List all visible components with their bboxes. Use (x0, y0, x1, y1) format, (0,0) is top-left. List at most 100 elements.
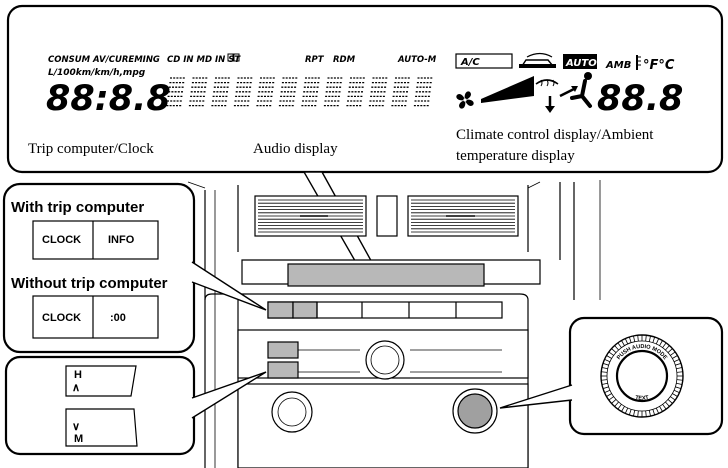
auto-label: AUTO (565, 58, 597, 69)
fan-speed-bar (481, 76, 534, 103)
dot-matrix-cell (166, 77, 186, 107)
trip-clock-button-highlight (267, 301, 294, 319)
knob-ridge (675, 362, 682, 366)
knob-ridge (614, 345, 619, 351)
temp-digits: 88.8 (597, 79, 683, 119)
display-callout: CONSUM AV/CUREMING L/100km/km/h,mpg 88:8… (6, 4, 724, 174)
minute-label: M (74, 433, 83, 445)
knob-ridge (670, 351, 676, 356)
knob-ridge (667, 348, 673, 353)
temp-units: °F°C (643, 58, 675, 73)
knob-ridge (621, 340, 625, 346)
minute-down-icon: ∨ (72, 421, 80, 433)
dot-matrix-cell (323, 77, 344, 107)
knob-ridge (662, 404, 667, 410)
knob-ridge (602, 362, 609, 366)
minute-button[interactable] (65, 408, 138, 447)
trip-digits: 88:8.8 (46, 79, 171, 119)
with-trip-heading: With trip computer (11, 199, 144, 216)
dot-matrix-cell (256, 77, 276, 107)
knob-ridge (672, 393, 678, 397)
knob-ridge (659, 340, 663, 346)
air-vent-left (254, 195, 367, 237)
knob-ridge (672, 355, 678, 359)
amb-label: AMB (605, 60, 631, 71)
knob-ridge (617, 404, 622, 410)
knob-ridge (676, 382, 683, 385)
dot-matrix-cell (413, 77, 434, 107)
clock-button-no-trip[interactable]: CLOCK (42, 312, 81, 324)
thermometer-icon (636, 55, 641, 70)
air-vent-right (407, 195, 519, 237)
knob-ridge (601, 379, 608, 381)
minute-button-highlight (267, 361, 299, 379)
knob-ridge (617, 342, 622, 348)
knob-ridge (676, 367, 683, 370)
knob-ridge (604, 358, 611, 363)
ac-label: A/C (460, 57, 480, 68)
audio-flags: CD IN MD IN ST (167, 55, 241, 65)
rpt-label: RPT (305, 55, 325, 65)
knob-ridge (601, 382, 608, 385)
without-trip-buttons: CLOCK :00 (32, 295, 159, 339)
arrow-down-icon (545, 106, 555, 113)
hour-minute-callout: H ∧ ∨ M (4, 355, 267, 456)
knob-ridge (628, 336, 632, 343)
knob-ridge (601, 367, 608, 370)
auto-indicator-frame (563, 54, 597, 69)
audio-display-screen (287, 263, 485, 287)
knob-ridge (645, 410, 647, 417)
knob-ridge (606, 393, 612, 397)
knob-ridge (655, 407, 660, 414)
tape-indicator-icon (233, 53, 240, 62)
dashboard-illustration (187, 180, 601, 468)
with-trip-buttons: CLOCK INFO (32, 220, 159, 260)
knob-ridge (637, 335, 639, 342)
knob-ridge (652, 409, 656, 416)
knob-ridge (659, 406, 663, 412)
knob-ridge (608, 396, 614, 401)
knob-ridge (673, 358, 680, 363)
knob-ridge (624, 338, 629, 345)
clock-button-callout: With trip computer CLOCK INFO Without tr… (2, 182, 267, 354)
hour-button[interactable] (65, 365, 137, 397)
knob-ridge (601, 371, 608, 373)
auto-m-label: AUTO-M (397, 55, 437, 65)
car-recirculation-icon (519, 52, 556, 68)
clock-button[interactable]: CLOCK (42, 234, 81, 246)
knob-ridge (602, 386, 609, 390)
knob-ridge (676, 371, 683, 373)
info-button[interactable]: INFO (108, 234, 135, 246)
trip-unit-label: L/100km/km/h,mpg (48, 68, 146, 78)
airflow-mode-icon (545, 72, 592, 113)
caption-climate-line1: Climate control display/Ambient (456, 127, 654, 143)
ac-indicator-frame (455, 53, 513, 69)
dot-matrix-cell (346, 77, 366, 107)
tape-indicator-icon (227, 53, 234, 62)
audio-mode-knob-callout: PUSH AUDIO MODE TEXT (499, 316, 724, 436)
knob-ridge (667, 399, 673, 404)
hour-up-icon: ∧ (72, 382, 80, 394)
knob-ridge (645, 335, 647, 342)
knob-ridge (670, 396, 676, 401)
knob-ridge (611, 348, 617, 353)
knob-ridge (648, 410, 651, 417)
knob-ridge (614, 401, 619, 407)
dot-matrix-cell (301, 77, 321, 107)
knob-text-label: TEXT (635, 395, 650, 402)
knob-ridge (633, 410, 636, 417)
dot-matrix-cell (188, 77, 209, 107)
knob-ridge (637, 410, 639, 417)
caption-trip-clock: Trip computer/Clock (28, 141, 154, 157)
knob-ridge (676, 379, 683, 381)
climate-lcd: A/C AUTO AMB °F°C (455, 52, 683, 119)
knob-ridge (608, 351, 614, 356)
info-button-highlight (292, 301, 318, 319)
dot-matrix-cell (368, 77, 389, 107)
hour-label: H (74, 369, 82, 381)
knob-ridge (604, 389, 611, 394)
set-00-button[interactable]: :00 (110, 312, 126, 324)
dot-matrix-cell (278, 77, 299, 107)
rdm-label: RDM (333, 55, 356, 65)
